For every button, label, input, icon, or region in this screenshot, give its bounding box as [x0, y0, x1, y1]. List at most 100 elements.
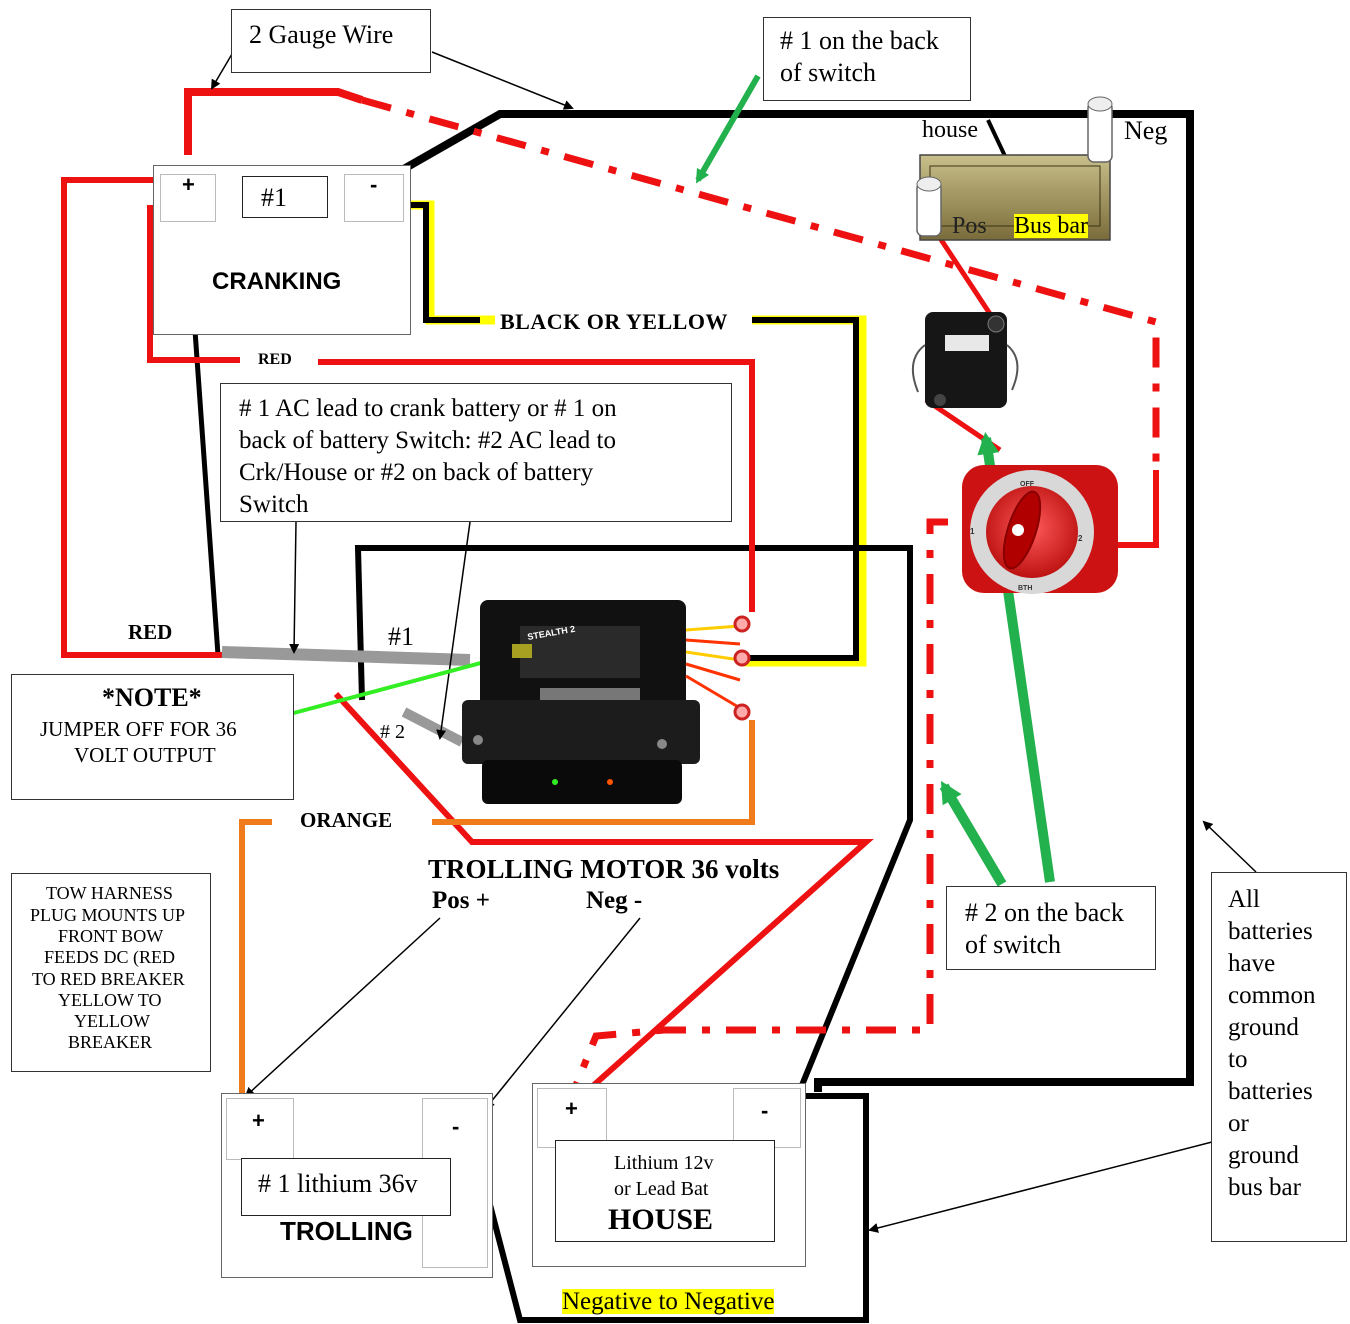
ground-line-1: All	[1228, 886, 1260, 913]
gauge-wire-callout: 2 Gauge Wire	[231, 9, 431, 73]
trolling-plus: +	[252, 1108, 265, 1133]
neg-bus-label: Neg	[1124, 116, 1168, 145]
house-minus: -	[761, 1098, 769, 1123]
green-arrow	[695, 74, 761, 184]
house-battery: + - Lithium 12v or Lead Bat HOUSE	[532, 1083, 806, 1267]
black-or-yellow-label: BLACK OR YELLOW	[500, 309, 728, 334]
ground-line-3: have	[1228, 950, 1276, 977]
trolling-neg-label: Neg -	[586, 887, 643, 914]
trolling-name: TROLLING	[280, 1216, 413, 1246]
trolling-id-box: # 1 lithium 36v	[241, 1158, 451, 1216]
charger-device: STEALTH 2	[462, 600, 700, 804]
tow-line-3: FRONT BOW	[58, 926, 164, 946]
battery-switch: OFF BTH 1 2	[962, 465, 1118, 594]
ground-line-6: to	[1228, 1046, 1248, 1073]
gray-ac-lead-2	[401, 707, 465, 747]
trolling-pos-label: Pos +	[432, 887, 490, 914]
pointer-arrow	[244, 917, 441, 1098]
ground-note: All batteries have common ground to batt…	[1211, 872, 1347, 1242]
switch2-line2: of switch	[965, 930, 1062, 959]
tow-line-6: YELLOW TO	[58, 990, 162, 1010]
switch1-line1: # 1 on the back	[780, 26, 939, 55]
ac-lead-line-4: Switch	[239, 491, 309, 518]
yellow-wire	[400, 200, 495, 325]
green-arrow	[939, 780, 1007, 887]
pointer-arrow	[210, 53, 233, 90]
pointer-arrow	[431, 51, 574, 110]
house-bus-label: house	[922, 117, 978, 143]
orange-wire	[239, 819, 272, 1094]
red-dashed-wire	[361, 96, 1160, 470]
ac-lead-line-1: # 1 AC lead to crank battery or # 1 on	[239, 395, 617, 422]
house-line1: Lithium 12v	[614, 1152, 714, 1174]
cranking-name: CRANKING	[212, 268, 342, 295]
house-id-box: Lithium 12v or Lead Bat HOUSE	[555, 1140, 775, 1242]
gray-ac-lead-1	[221, 646, 471, 666]
yellow-wire	[742, 315, 867, 667]
switch1-callout: # 1 on the back of switch	[763, 17, 971, 101]
orange-label: ORANGE	[300, 808, 393, 832]
cranking-id-box: #1	[242, 176, 328, 218]
tow-line-2: PLUG MOUNTS UP	[30, 905, 186, 925]
ac-lead-line-2: back of battery Switch: #2 AC lead to	[239, 427, 617, 454]
red-label-left: RED	[128, 620, 173, 644]
trolling-minus: -	[452, 1114, 460, 1139]
red-wire	[318, 359, 755, 612]
switch2-callout: # 2 on the back of switch	[946, 886, 1156, 970]
orange-wire	[432, 720, 755, 825]
ground-line-7: batteries	[1228, 1078, 1313, 1105]
tow-harness-note: TOW HARNESS PLUG MOUNTS UP FRONT BOW FEE…	[11, 873, 211, 1072]
negative-to-negative-label: Negative to Negative	[562, 1288, 775, 1315]
ac-lead-line-3: Crk/House or #2 on back of battery	[239, 459, 594, 486]
black-wire	[742, 317, 859, 661]
trolling-id: # 1 lithium 36v	[258, 1169, 418, 1198]
ground-line-9: ground	[1228, 1142, 1299, 1169]
red-wire	[333, 691, 874, 1088]
jumper-note-line-1: JUMPER OFF FOR 36	[40, 717, 237, 741]
house-plus: +	[565, 1096, 578, 1121]
tow-line-5: TO RED BREAKER	[32, 969, 185, 989]
black-wire	[354, 545, 913, 1092]
black-wire	[400, 202, 480, 323]
red-wire	[61, 177, 222, 658]
ground-line-2: batteries	[1228, 918, 1313, 945]
ground-line-4: common	[1228, 982, 1316, 1009]
pointer-arrow	[289, 521, 300, 654]
cranking-id: #1	[261, 183, 287, 212]
ac-lead-2-label: # 2	[380, 721, 405, 743]
red-wire	[147, 205, 240, 363]
red-wire	[935, 233, 997, 322]
black-wire	[467, 1093, 869, 1323]
gauge-wire-label: 2 Gauge Wire	[249, 20, 394, 49]
red-label-top: RED	[258, 351, 292, 368]
ground-line-10: bus bar	[1228, 1174, 1301, 1201]
ac-lead-note: # 1 AC lead to crank battery or # 1 on b…	[220, 383, 732, 522]
pointer-arrow	[436, 521, 471, 740]
tow-line-8: BREAKER	[68, 1032, 153, 1052]
switch2-line1: # 2 on the back	[965, 898, 1124, 927]
cranking-plus: +	[182, 172, 195, 197]
jumper-note-title: *NOTE*	[102, 683, 202, 712]
switch-off-label: OFF	[1020, 481, 1035, 488]
trolling-battery: + - # 1 lithium 36v TROLLING	[221, 1093, 493, 1278]
black-ground-wire	[386, 110, 1194, 1092]
ac-lead-1-label: #1	[388, 622, 414, 651]
cranking-battery: + - #1 CRANKING	[153, 165, 411, 335]
house-name: HOUSE	[608, 1203, 714, 1236]
pos-bus-label: Pos	[952, 213, 987, 239]
bus-bar-label: Bus bar	[1014, 213, 1088, 239]
ground-line-5: ground	[1228, 1014, 1299, 1041]
pointer-arrow	[1202, 820, 1257, 873]
tow-line-7: YELLOW	[74, 1011, 150, 1031]
jumper-note-line-2: VOLT OUTPUT	[74, 743, 216, 767]
tow-line-4: FEEDS DC (RED	[44, 947, 176, 967]
ground-line-8: or	[1228, 1110, 1249, 1137]
house-line2: or Lead Bat	[614, 1178, 709, 1200]
switch-pos1-label: 1	[970, 527, 975, 536]
tow-line-1: TOW HARNESS	[46, 883, 173, 903]
switch-both-label: BTH	[1018, 585, 1032, 592]
red-dashed-wire	[566, 518, 948, 1102]
trolling-motor-label: TROLLING MOTOR 36 volts	[428, 854, 780, 884]
red-wire	[184, 88, 364, 155]
switch-pos2-label: 2	[1078, 534, 1083, 543]
